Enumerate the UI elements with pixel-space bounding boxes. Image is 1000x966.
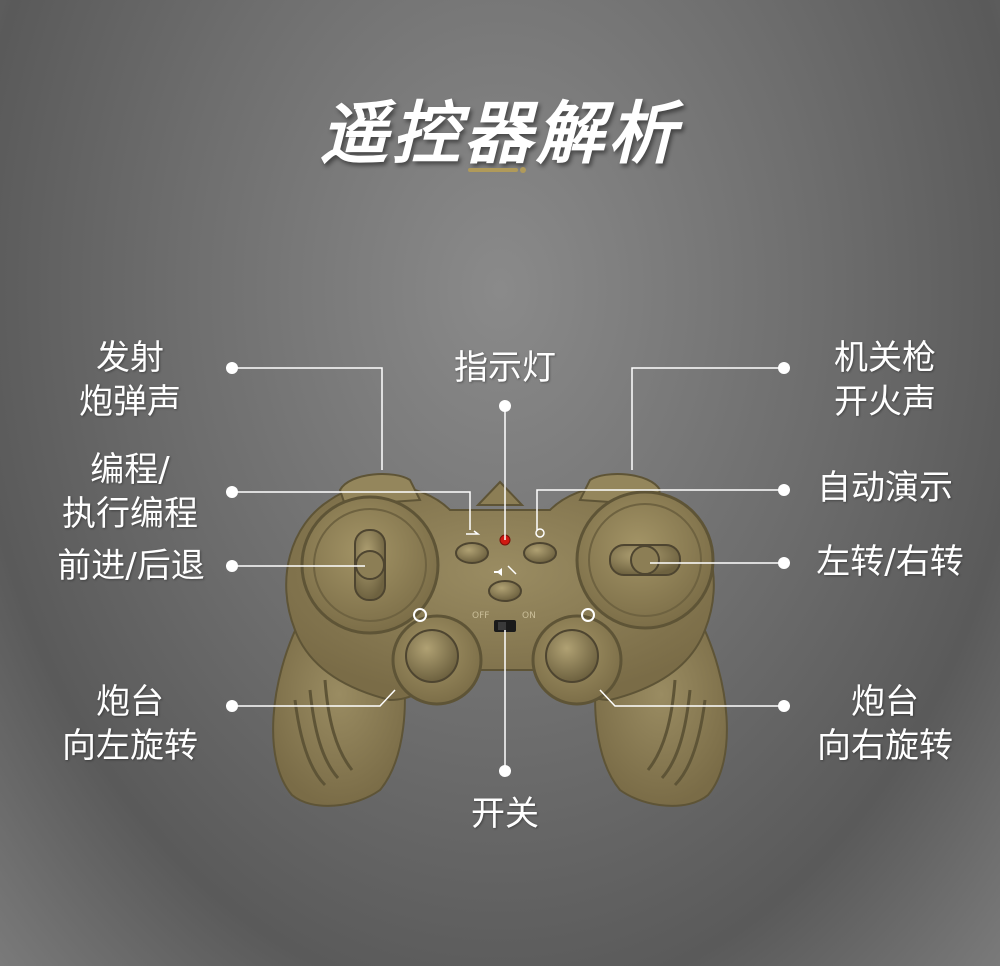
label-indicator-light: 指示灯	[454, 348, 556, 388]
leader-lines	[232, 367, 784, 770]
label-power-switch: 开关	[471, 794, 539, 834]
label-auto-demo: 自动演示	[817, 468, 953, 508]
leader-dots	[226, 362, 790, 777]
label-turn-left-right: 左转/右转	[816, 542, 964, 582]
program-button[interactable]	[455, 530, 489, 564]
auto-demo-button[interactable]	[523, 528, 557, 564]
label-turret-left: 炮台 向左旋转	[62, 682, 198, 766]
page-title: 遥控器解析	[319, 95, 680, 174]
title-underline	[468, 168, 518, 172]
right-stick[interactable]	[575, 490, 715, 630]
sound-button[interactable]	[488, 565, 522, 602]
switch-on-mark: ON	[522, 611, 536, 621]
label-program: 编程/ 执行编程	[62, 450, 198, 534]
power-switch[interactable]	[494, 620, 516, 632]
label-fire-shell-sound: 发射 炮弹声	[79, 338, 181, 422]
title-underline-dot	[520, 167, 526, 173]
turret-left-knob[interactable]	[391, 608, 483, 706]
left-stick[interactable]	[300, 495, 440, 635]
switch-off-mark: OFF	[472, 611, 489, 621]
label-machine-gun-sound: 机关枪 开火声	[834, 338, 936, 422]
label-forward-back: 前进/后退	[57, 546, 205, 586]
label-turret-right: 炮台 向右旋转	[817, 682, 953, 766]
turret-right-knob[interactable]	[531, 608, 623, 706]
